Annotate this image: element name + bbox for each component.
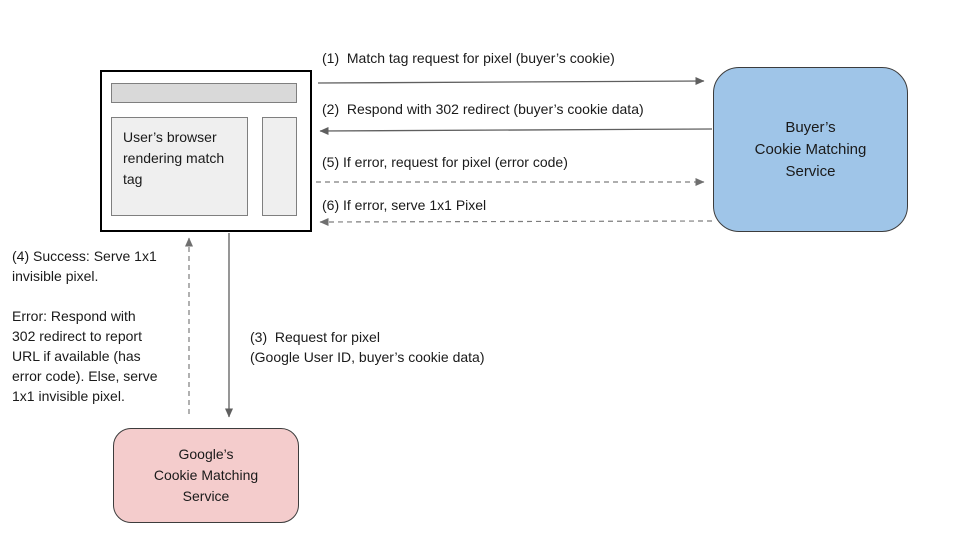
label-step-3: (3) Request for pixel (Google User ID, b… xyxy=(250,329,485,365)
browser-window: User’s browser rendering match tag xyxy=(100,70,312,232)
arrow-6-error-serve-pixel xyxy=(319,217,713,226)
label-step-6: (6) If error, serve 1x1 Pixel xyxy=(322,197,487,213)
label-step-4: (4) Success: Serve 1x1 invisible pixel. … xyxy=(12,248,158,404)
arrow-2-302-redirect-response xyxy=(319,126,713,135)
label-step-5: (5) If error, request for pixel (error c… xyxy=(322,154,568,170)
arrow-1-match-tag-request xyxy=(317,77,705,86)
browser-header-bar xyxy=(111,83,297,103)
browser-content-box: User’s browser rendering match tag xyxy=(111,117,248,216)
label-step-1: (1) Match tag request for pixel (buyer’s… xyxy=(322,50,615,66)
browser-scrollbar-panel xyxy=(262,117,297,216)
node-google-cookie-matching-service: Google’s Cookie Matching Service xyxy=(113,428,299,523)
label-step-2: (2) Respond with 302 redirect (buyer’s c… xyxy=(322,101,644,117)
node-buyer-cookie-matching-service: Buyer’s Cookie Matching Service xyxy=(713,67,908,232)
